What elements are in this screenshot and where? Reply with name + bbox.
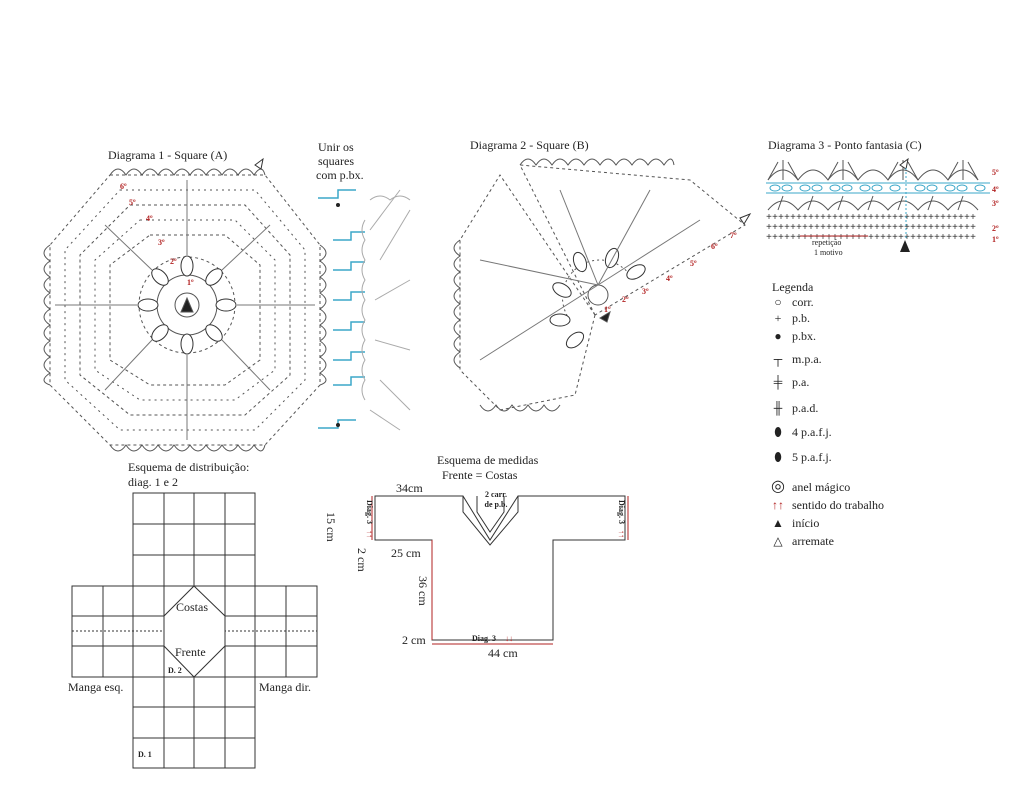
legend-item: ⬮4 p.a.f.j. [770,425,831,441]
diagram2-round-7: 7º [730,231,737,240]
slip-stitch-icon: ● [774,329,782,343]
diagram1-round-4: 4º [146,214,153,223]
chain-icon: ○ [774,295,782,309]
join-seam [318,189,365,429]
diagram3-round-4: 4º [992,185,999,194]
magic-ring-icon: ◎ [771,478,785,495]
legend-item: ◎anel mágico [771,478,851,495]
legend-item: ⬮5 p.a.f.j. [770,450,831,466]
diagram2-title: Diagrama 2 - Square (B) [470,138,589,152]
diagram1-round-1: 1º [187,278,194,287]
diagram1-motif [43,157,327,452]
diagram1-round-6: 6º [120,182,127,191]
join-dots [336,203,340,427]
measurements-arrows-right: ↑↑ [617,530,626,538]
measurements-hem-edge: 2 cm [402,633,426,647]
distribution-front-label: Frente [175,645,206,659]
measurements-top-width: 34cm [396,481,423,495]
distribution-title-line2: diag. 1 e 2 [128,475,178,489]
diagram2-round-2: 2º [622,295,629,304]
distribution-grid [71,492,318,769]
measurements-sleeve-height: 15 cm [324,512,338,542]
legend-item: +p.b. [770,311,810,327]
distribution-right-sleeve: Manga dir. [259,680,311,694]
diagram2-round-5: 5º [690,259,697,268]
measurements-arrows-bottom: ↓↓ [505,634,513,643]
finish-arrow-icon: △ [773,534,783,548]
measurements-sleeve-length: 25 cm [391,546,421,560]
four-cluster-icon: ⬮ [774,425,782,439]
distribution-left-sleeve: Manga esq. [68,680,124,694]
direction-arrows-icon: ↑↑ [772,498,784,512]
diagram2-round-1: 1º [604,305,611,314]
diagram1-round-3: 3º [158,238,165,247]
distribution-title-line1: Esquema de distribuição: [128,460,250,474]
diagram2-round-3: 3º [642,287,649,296]
five-cluster-icon: ⬮ [774,450,782,464]
measurement-schematic [371,495,629,645]
diagram3-round-1: 1º [992,235,999,244]
diagram3-repeat-line1: repetição [812,238,842,247]
distribution-back-label: Costas [176,600,209,614]
join-label-line2: squares [318,154,354,168]
single-crochet-icon: + [774,311,782,325]
distribution-d2-label: D. 2 [168,666,182,675]
measurements-diag3-left: Diag. 3 [365,500,374,524]
legend-item: ○corr. [770,295,813,311]
measurements-neck-line1: 2 carr. [485,490,507,499]
diagram2-round-6: 6º [711,242,718,251]
legend-item: ╪p.a. [770,375,810,391]
diagram2-motif [453,158,752,412]
diagram3-round-3: 3º [992,199,999,208]
measurements-diag3-right: Diag. 3 [617,500,626,524]
diagram1-title: Diagrama 1 - Square (A) [108,148,228,162]
legend-item: △arremate [770,534,834,550]
diagram3-round-5: 5º [992,168,999,177]
diagram1-round-2: 2º [170,257,177,266]
measurements-body-length: 36 cm [416,576,430,606]
treble-crochet-icon: ╫ [773,401,783,415]
measurements-title-line2: Frente = Costas [442,468,518,482]
start-arrow-icon: ▲ [772,516,784,530]
diagram3-title: Diagrama 3 - Ponto fantasia (C) [768,138,922,152]
diagram3-sc-row-3: +++++++++++++++++++++++++++++++++++ [766,213,976,224]
measurements-bottom-width: 44 cm [488,646,518,660]
join-label-line1: Unir os [318,140,354,154]
half-double-icon: ┬ [773,352,783,366]
measurements-neck-line2: de p.b. [484,500,508,509]
diagram3-round-2: 2º [992,224,999,233]
diagram3-strip: +++++++++++++++++++++++++++++++++++ ++++… [766,157,990,252]
diagram1-round-5: 5º [129,198,136,207]
distribution-d1-label: D. 1 [138,750,152,759]
neighbor-motif [361,189,411,431]
measurements-diag3-bottom: Diag. 3 [472,634,496,643]
legend-item: ╫p.a.d. [770,401,819,417]
diagram3-sc-row-1: +++++++++++++++++++++++++++++++++++ [766,233,976,244]
measurements-sleeve-edge: 2 cm [355,548,369,572]
double-crochet-icon: ╪ [773,375,783,389]
measurements-arrows-left: ↑↑ [365,530,374,538]
diagram2-round-4: 4º [666,274,673,283]
legend-item: ┬m.p.a. [770,352,822,368]
legend-item: ▲início [770,516,819,532]
measurements-title-line1: Esquema de medidas [437,453,539,467]
diagram3-repeat-line2: 1 motivo [814,248,843,257]
legend-item: ↑↑sentido do trabalho [772,498,884,512]
diagram3-sc-row-2: +++++++++++++++++++++++++++++++++++ [766,223,976,234]
legend-item: ●p.bx. [770,329,816,345]
legend-title: Legenda [772,280,814,294]
diagram3-chain-row [769,184,986,192]
join-label-line3: com p.bx. [316,168,364,182]
